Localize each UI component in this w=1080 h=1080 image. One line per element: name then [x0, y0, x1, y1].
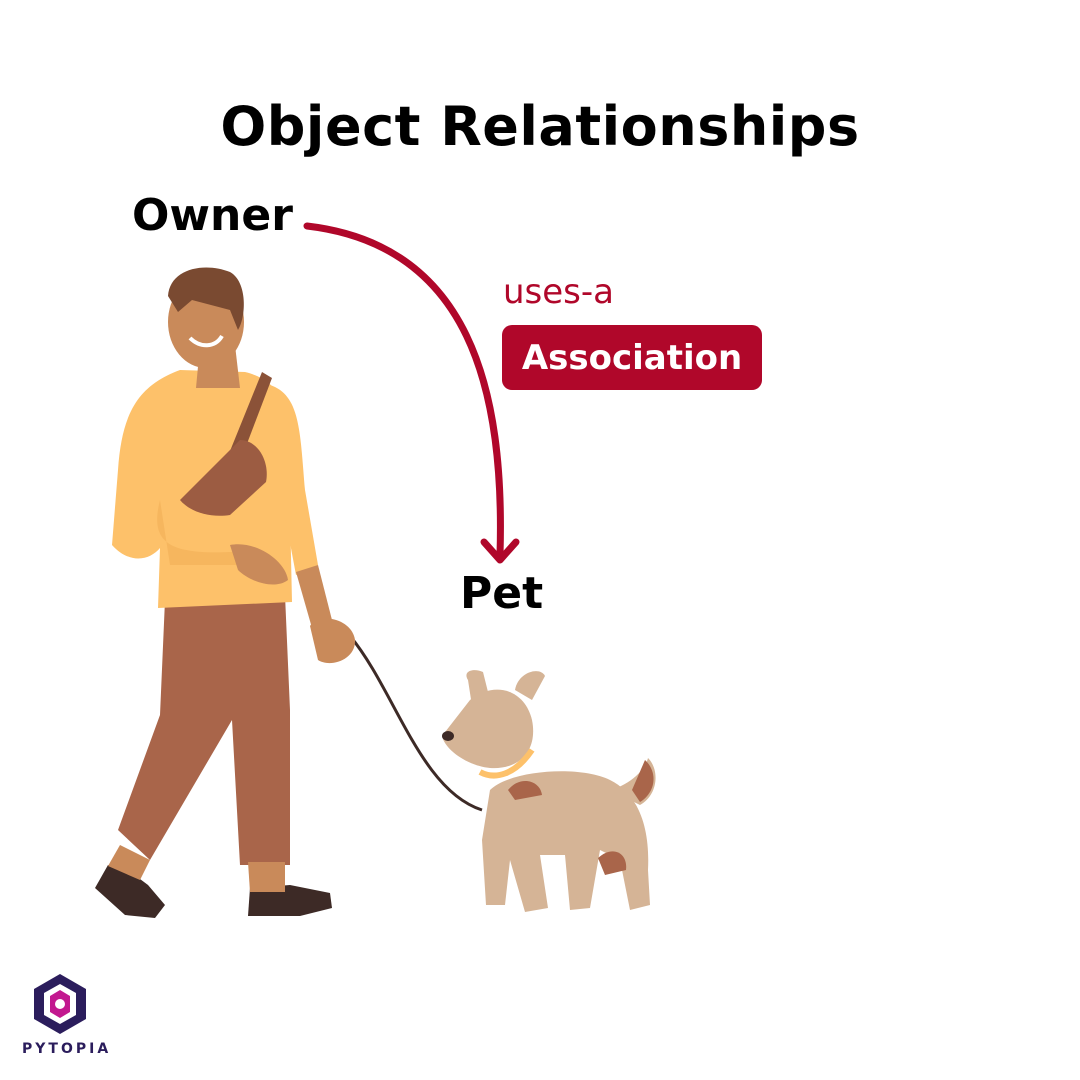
- association-badge: Association: [502, 325, 762, 390]
- pet-label: Pet: [460, 568, 544, 619]
- owner-label: Owner: [132, 190, 293, 241]
- pytopia-logo-icon: [34, 974, 86, 1034]
- association-badge-label: Association: [521, 337, 743, 378]
- page-title: Object Relationships: [220, 95, 860, 158]
- brand-name: PYTOPIA: [22, 1041, 112, 1057]
- relation-label: uses-a: [503, 272, 614, 312]
